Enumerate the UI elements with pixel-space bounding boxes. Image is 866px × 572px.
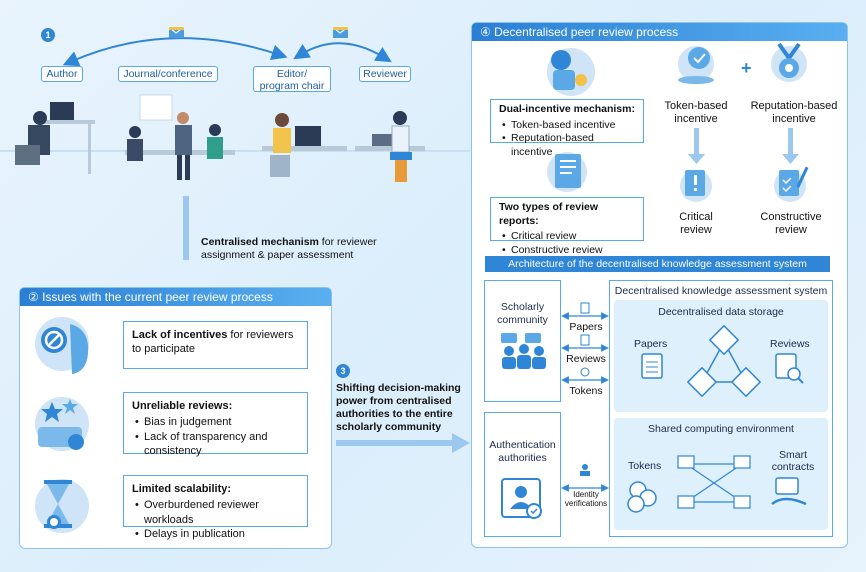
token-label: Token-based incentive (664, 100, 728, 126)
id-card-icon (501, 478, 542, 519)
flow-reviews: Reviews (566, 353, 606, 365)
constructive-review-icon (774, 166, 809, 202)
coins-icon (627, 481, 657, 513)
storage-papers: Papers (634, 338, 668, 350)
role-editor: Editor/ program chair (253, 66, 331, 92)
bullet: Overburdened reviewer workloads (135, 498, 299, 527)
flow-arrows (561, 302, 609, 492)
two-types-box: Two types of review reports: Critical re… (490, 197, 644, 257)
review-report-icon (547, 152, 587, 192)
bullet: Lack of transparency and consistency (135, 430, 299, 459)
storage-panel: Decentralised data storage Papers Review… (614, 300, 828, 412)
shift-text: Shifting decision-making power from cent… (336, 382, 461, 434)
bullet: Critical review (502, 230, 635, 244)
compute-tokens: Tokens (628, 460, 662, 472)
step-1-badge: 1 (41, 28, 55, 42)
handshake-icon (771, 477, 807, 506)
medal-icon (771, 42, 807, 82)
document-icon (641, 353, 663, 379)
issues-header: ② Issues with the current peer review pr… (20, 288, 331, 306)
auth-box: Authentication authorities (484, 412, 561, 537)
reviewer-figure (355, 111, 425, 182)
token-icon (678, 46, 714, 84)
people-illustration (0, 94, 470, 182)
critical-review-icon (680, 170, 712, 202)
scholarly-label: Scholarly community (497, 301, 548, 326)
blockchain-icon (686, 324, 762, 398)
centralised-caption: Centralised mechanism for reviewer assig… (201, 236, 377, 262)
step-3-badge: 3 (336, 364, 350, 378)
bullet: Delays in publication (135, 527, 299, 542)
meeting-figure (125, 94, 235, 180)
token-icon (580, 367, 590, 377)
incentive-graphics: + (547, 42, 809, 202)
role-author: Author (41, 66, 83, 82)
review-icon (580, 334, 590, 346)
hourglass-icon (35, 479, 89, 533)
paper-icon (580, 302, 590, 314)
issue-scalability: Limited scalability: Overburdened review… (123, 475, 308, 541)
architecture-title: Architecture of the decentralised knowle… (485, 256, 830, 272)
role-journal: Journal/conference (118, 66, 218, 82)
bullet: Token-based incentive (502, 119, 635, 133)
editor-figure (262, 113, 347, 177)
star-rating-icon (35, 397, 89, 451)
critical-label: Critical review (679, 211, 713, 237)
network-icon (677, 455, 751, 509)
issue-incentives: Lack of incentives for reviewers to part… (123, 321, 308, 369)
envelope-icon (332, 26, 349, 38)
community-icon (501, 333, 546, 369)
compute-title: Shared computing environment (648, 423, 794, 435)
issue-unreliable: Unreliable reviews: Bias in judgement La… (123, 392, 308, 457)
flow-papers: Papers (569, 321, 603, 333)
top-arrows (62, 26, 392, 260)
identity-icon (580, 464, 590, 476)
decentral-header: ④ Decentralised peer review process (472, 23, 847, 41)
storage-reviews: Reviews (770, 338, 810, 350)
role-reviewer: Reviewer (359, 66, 411, 82)
auth-label: Authentication authorities (489, 439, 556, 464)
constructive-label: Constructive review (760, 211, 822, 237)
plus-sign: + (741, 58, 752, 78)
envelope-icon (168, 26, 185, 38)
system-title: Decentralised knowledge assessment syste… (614, 285, 828, 297)
identity-label: Identity verifications (564, 490, 608, 509)
shift-arrow (336, 433, 470, 453)
flow-tokens: Tokens (569, 385, 603, 397)
compute-panel: Shared computing environment Tokens Smar… (614, 418, 828, 530)
reputation-label: Reputation-based incentive (750, 100, 838, 126)
author-figure (15, 102, 95, 174)
bullet: Constructive review (502, 244, 635, 258)
bullet: Reputation-based incentive (502, 132, 635, 159)
storage-graphic (641, 324, 804, 398)
no-entry-icon (35, 317, 89, 374)
storage-title: Decentralised data storage (658, 306, 784, 318)
review-search-icon (775, 353, 804, 384)
compute-contracts: Smart contracts (771, 449, 815, 473)
gear-person-icon (547, 48, 595, 96)
issue-icons (35, 317, 89, 533)
dual-incentive-box: Dual-incentive mechanism: Token-based in… (490, 99, 644, 158)
bullet: Bias in judgement (135, 415, 299, 430)
compute-graphic (627, 455, 807, 513)
scholarly-box: Scholarly community (484, 280, 561, 402)
